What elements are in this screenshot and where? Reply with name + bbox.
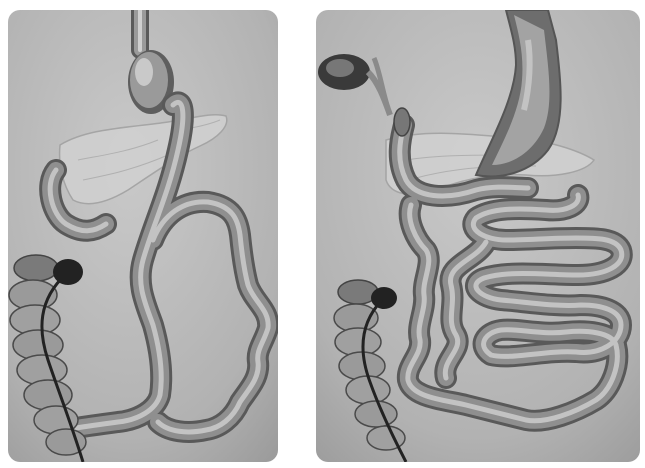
- right-anatomy-panel: [316, 10, 640, 462]
- left-anatomy-panel: [8, 10, 278, 462]
- left-anatomy-illustration: [8, 10, 278, 462]
- right-anatomy-illustration: [316, 10, 640, 462]
